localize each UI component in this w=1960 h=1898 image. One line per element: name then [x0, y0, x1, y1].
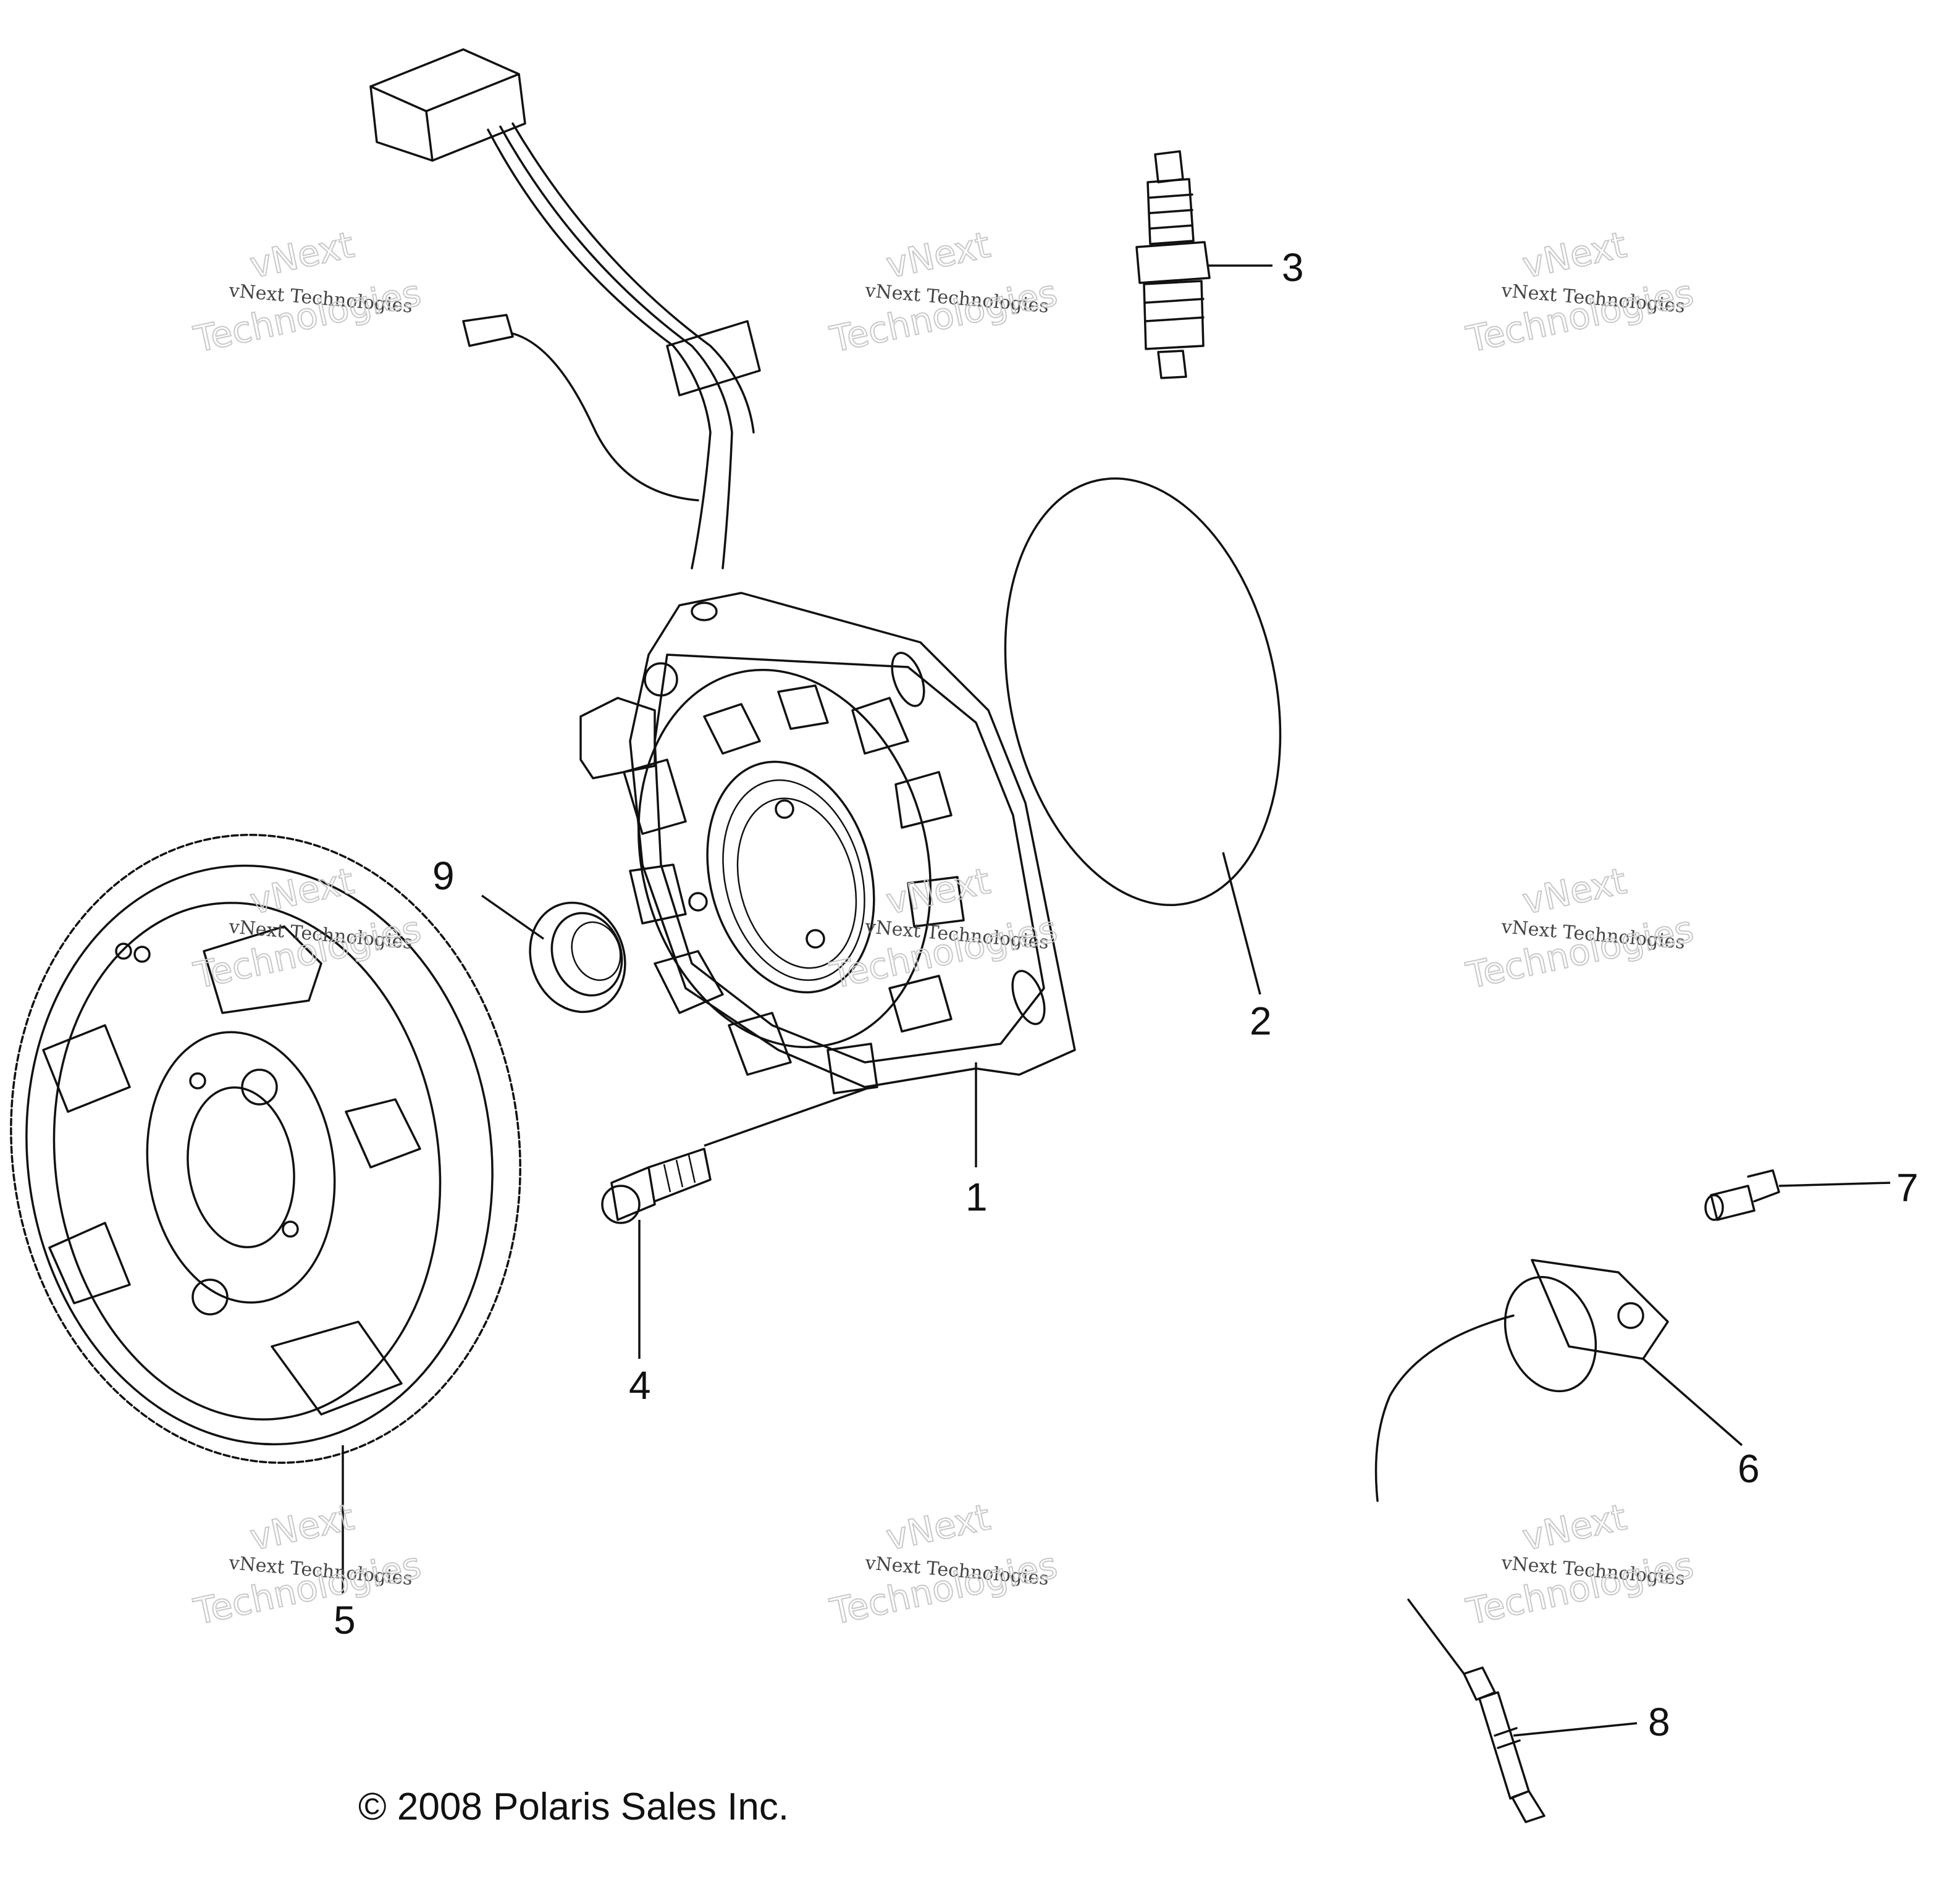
- stator-assembly: [369, 48, 1076, 1094]
- svg-text:Technologies: Technologies: [190, 272, 425, 361]
- svg-text:Technologies: Technologies: [1463, 272, 1697, 361]
- svg-text:Technologies: Technologies: [190, 1544, 425, 1633]
- svg-text:Technologies: Technologies: [1463, 908, 1697, 997]
- svg-text:Technologies: Technologies: [826, 272, 1061, 361]
- gasket-ring: [1004, 477, 1282, 907]
- svg-text:vNext: vNext: [246, 860, 358, 923]
- callout-6: 6: [1738, 1447, 1760, 1491]
- watermarks: vNext vNext Technologies Technologies vN…: [190, 223, 1698, 1634]
- watermark: vNext vNext Technologies Technologies: [1462, 1495, 1698, 1634]
- callout-7: 7: [1896, 1165, 1919, 1210]
- callout-2: 2: [1250, 999, 1272, 1043]
- svg-text:Technologies: Technologies: [826, 908, 1061, 997]
- svg-text:vNext: vNext: [1519, 860, 1630, 923]
- watermark: vNext vNext Technologies Technologies: [1462, 859, 1698, 997]
- svg-text:Technologies: Technologies: [826, 1544, 1061, 1633]
- callout-5: 5: [334, 1598, 356, 1642]
- sensor-screw: [1704, 1169, 1780, 1221]
- callout-8: 8: [1648, 1700, 1670, 1744]
- callout-3: 3: [1282, 245, 1304, 290]
- svg-text:vNext: vNext: [1519, 224, 1630, 287]
- svg-text:vNext: vNext: [246, 224, 358, 287]
- svg-text:vNext: vNext: [883, 860, 994, 923]
- watermark: vNext vNext Technologies Technologies: [190, 859, 426, 997]
- copyright-notice: © 2008 Polaris Sales Inc.: [358, 1786, 789, 1828]
- callout-1: 1: [965, 1175, 988, 1219]
- flywheel: [10, 834, 521, 1464]
- watermark: vNext vNext Technologies Technologies: [826, 223, 1062, 361]
- callout-4: 4: [629, 1363, 651, 1408]
- sensor-pickup: [1374, 1259, 1669, 1502]
- spark-plug: [1135, 150, 1211, 379]
- temperature-sensor: [1407, 1598, 1546, 1823]
- stator-bolt: [601, 1148, 712, 1224]
- watermark: vNext vNext Technologies Technologies: [190, 1495, 426, 1634]
- callout-numbers: 1 2 3 4 5 6 7 8 9: [334, 245, 1919, 1744]
- svg-text:Technologies: Technologies: [190, 908, 425, 997]
- watermark: vNext vNext Technologies Technologies: [826, 1495, 1062, 1634]
- svg-text:vNext: vNext: [883, 224, 994, 287]
- svg-text:Technologies: Technologies: [1463, 1544, 1697, 1633]
- watermark: vNext vNext Technologies Technologies: [190, 223, 426, 361]
- svg-text:vNext: vNext: [1519, 1496, 1630, 1559]
- svg-text:vNext: vNext: [246, 1496, 358, 1559]
- leader-lines: [342, 264, 1891, 1737]
- oil-seal: [529, 901, 626, 1014]
- svg-text:vNext: vNext: [883, 1496, 994, 1559]
- watermark: vNext vNext Technologies Technologies: [1462, 223, 1698, 361]
- callout-9: 9: [432, 854, 455, 898]
